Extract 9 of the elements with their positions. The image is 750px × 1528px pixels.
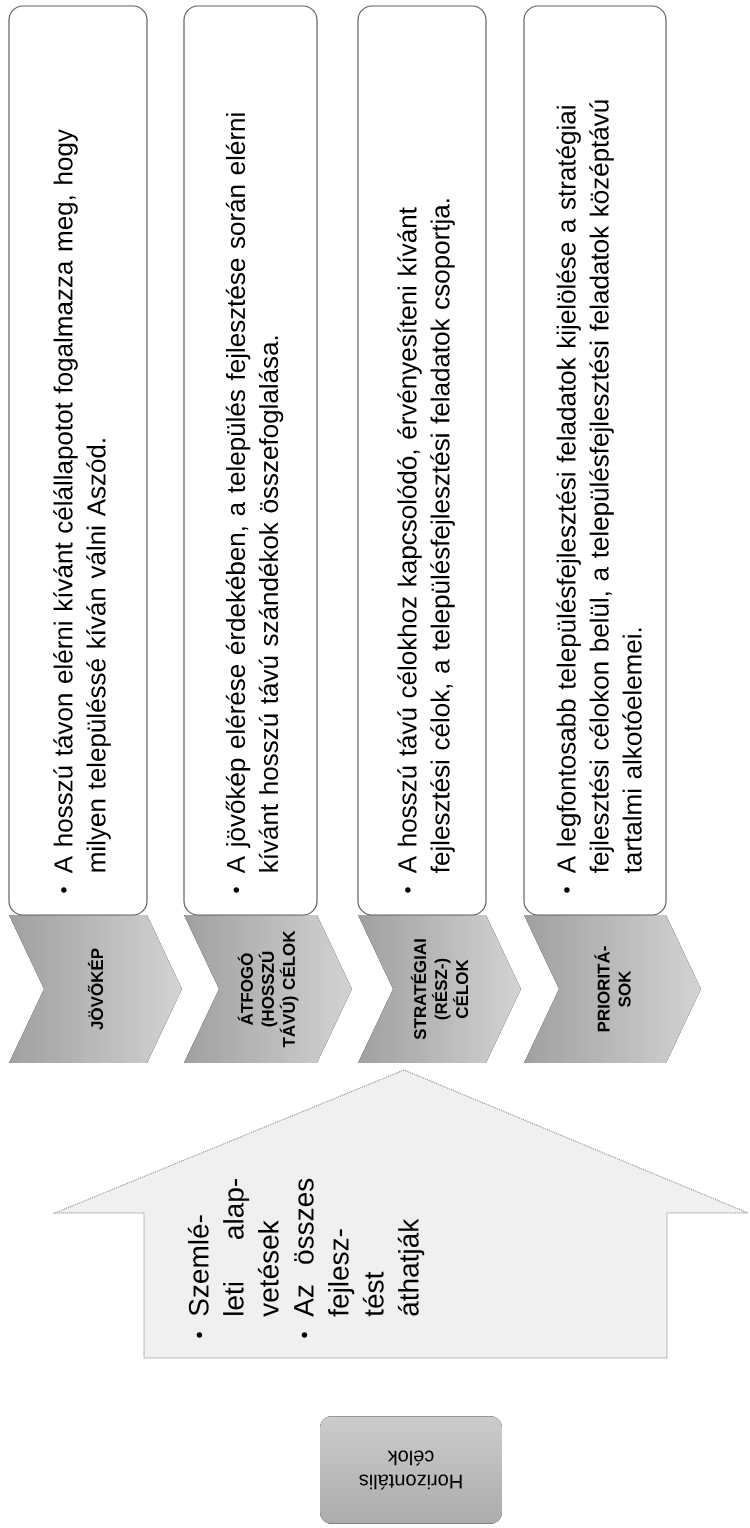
step-banner: STRATÉGIAI (RÉSZ-) CÉLOK bbox=[358, 915, 521, 1063]
description-box: A jövőkép elérése érdekében, a település fejlesztése során elérni kívánt hosszú távú szándékok összefoglalása. bbox=[183, 5, 318, 916]
step-banner: ÁTFOGÓ (HOSSZÚ TÁVÚ) CÉLOK bbox=[184, 915, 352, 1063]
step-banner: PRIORITÁ- SOK bbox=[524, 915, 701, 1063]
description-box: A legfontosabb településfejlesztési feladatok kijelölése a stratégiai fejlesztési célokon belül, a településfejlesztési feladatok középtávú tartalmi alkotóelemei. bbox=[523, 5, 667, 916]
description-box: A hosszú távon elérni kívánt célállapotot fogalmazza meg, hogy milyen településsé kíván válni Aszód. bbox=[8, 5, 148, 916]
step-banner: JÖVŐKÉP bbox=[9, 915, 182, 1063]
description-box: A hosszú távú célokhoz kapcsolódó, érvényesíteni kívánt fejlesztési célok, a településfejlesztési feladatok csoportja. bbox=[357, 5, 487, 916]
rounded-box: Horizontális célok bbox=[320, 1416, 502, 1524]
